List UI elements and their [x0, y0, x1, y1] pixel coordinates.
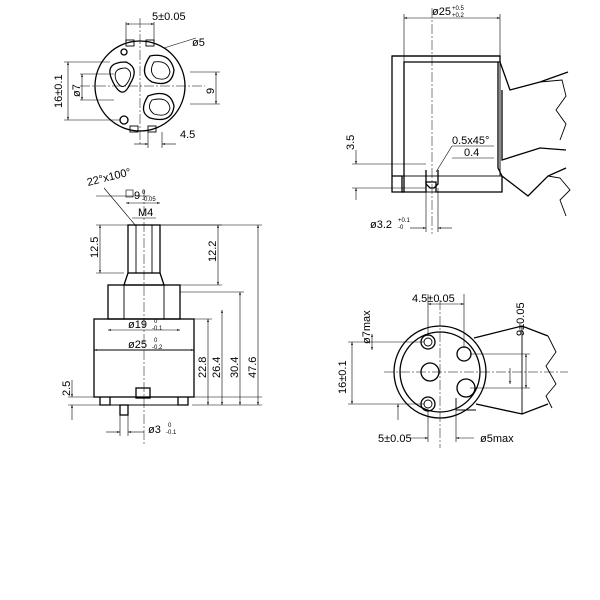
dim-dia-7: ø7 — [71, 84, 83, 97]
pin-hole — [120, 48, 128, 56]
dim-26-4: 26.4 — [211, 357, 223, 378]
dim-height-16: 16±0.1 — [53, 74, 65, 108]
dim-width-5: 5±0.05 — [152, 11, 186, 23]
side-view: 22°x100° 9 0 -0.05 M4 12.5 12.2 ø19 0 -0… — [61, 166, 262, 445]
svg-text:+0.1: +0.1 — [398, 218, 411, 224]
dim-47-6: 47.6 — [247, 357, 259, 378]
dim-dia-5: ø5 — [192, 37, 205, 49]
dim-thread: M4 — [138, 207, 153, 219]
housing-wall — [391, 55, 501, 193]
pin — [119, 404, 129, 416]
dim-plan-16: 16±0.1 — [337, 360, 349, 394]
svg-text:+0.5: +0.5 — [452, 6, 465, 12]
pin-hole — [119, 115, 129, 125]
dim-dia-3-2: ø3.2 — [370, 219, 392, 231]
dim-section-dia-25: ø25 — [432, 6, 451, 18]
port-bottom-right — [142, 92, 175, 121]
svg-text:-0.05: -0.05 — [142, 197, 156, 203]
base-circle — [393, 325, 487, 419]
dim-stem-left: 12.5 — [89, 237, 101, 258]
svg-text:-0.2: -0.2 — [152, 345, 163, 351]
dim-dia-25: ø25 — [128, 339, 147, 351]
section-view: ø25 +0.5 +0.2 3.5 0.5x45° 0.4 ø3.2 +0.1 … — [345, 6, 571, 234]
dim-depth-3-5: 3.5 — [345, 135, 357, 150]
port-left — [109, 61, 135, 93]
dim-stem-right: 12.2 — [207, 241, 219, 262]
svg-text:-0: -0 — [398, 225, 404, 231]
dim-plan-4-5: 4.5±0.05 — [412, 293, 455, 305]
port-top-right — [143, 54, 175, 85]
plan-view: 4.5±0.05 ø7max 16±0.1 9±0.05 5±0.05 ø5ma… — [337, 293, 568, 448]
hole-top-right — [456, 346, 472, 362]
dim-30-4: 30.4 — [229, 357, 241, 378]
dim-0-4: 0.4 — [464, 147, 479, 159]
dim-dia-19: ø19 — [128, 319, 147, 331]
dim-2-5: 2.5 — [61, 381, 73, 396]
dim-22-8: 22.8 — [197, 357, 209, 378]
dim-plan-dia-5max: ø5max — [480, 433, 514, 445]
dim-angle: 22°x100° — [86, 166, 132, 189]
stem — [127, 224, 161, 274]
top-view: 5±0.05 ø5 16±0.1 ø7 9 4.5 — [53, 11, 220, 148]
svg-text:-0.1: -0.1 — [152, 326, 163, 332]
svg-text:0: 0 — [154, 338, 158, 344]
svg-text:0: 0 — [168, 423, 172, 429]
body — [93, 318, 195, 398]
dim-plan-9: 9±0.05 — [515, 302, 527, 336]
hole-center — [420, 362, 440, 382]
svg-text:0: 0 — [154, 319, 158, 325]
dim-9: 9 — [205, 88, 217, 94]
stem-thread — [135, 224, 153, 274]
dim-square: 9 — [134, 190, 140, 202]
dim-plan-dia-7max: ø7max — [361, 310, 373, 344]
dim-4-5: 4.5 — [180, 129, 195, 141]
dim-plan-5: 5±0.05 — [378, 433, 412, 445]
outer-circle — [94, 40, 186, 132]
svg-text:0: 0 — [142, 190, 146, 196]
svg-text:+0.2: +0.2 — [452, 13, 465, 19]
dim-dia-3: ø3 — [148, 424, 161, 436]
dim-chamfer: 0.5x45° — [452, 135, 489, 147]
svg-text:-0.1: -0.1 — [166, 430, 177, 436]
